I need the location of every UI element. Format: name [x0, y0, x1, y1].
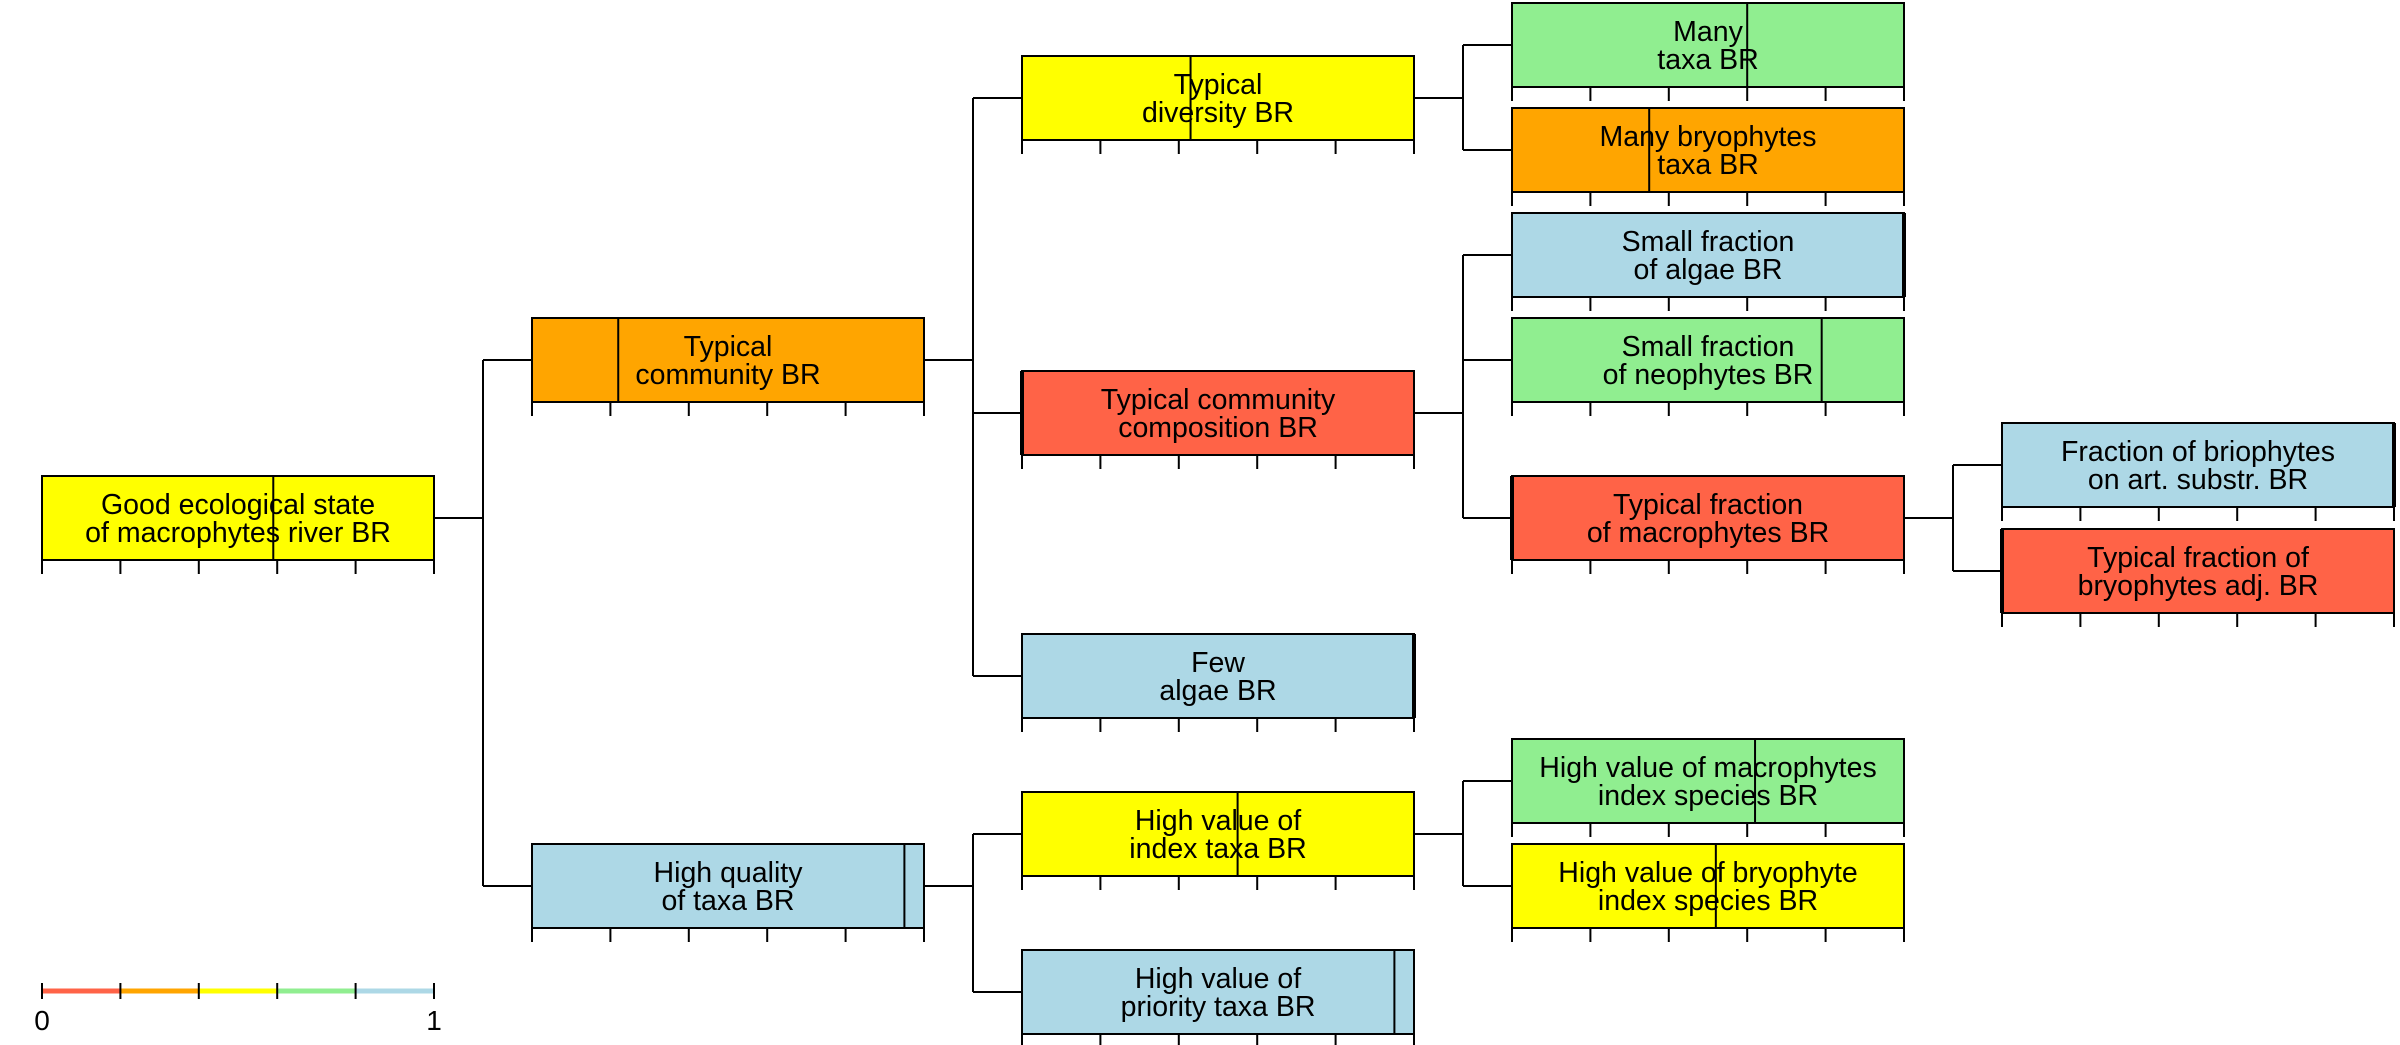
node-box [1021, 949, 1415, 1035]
node-axis-ticks [1511, 560, 1905, 574]
node-label-line-2: index species BR [1598, 885, 1818, 917]
node-label-line-2: algae BR [1159, 675, 1276, 707]
connector-typical-community-composition [1414, 254, 1512, 519]
node-box [1511, 738, 1905, 824]
node-label-line-2: of macrophytes river BR [85, 517, 391, 549]
connector-typical-community [924, 97, 1022, 677]
node-axis-ticks [1021, 455, 1415, 469]
node-label-line-1: Few [1191, 647, 1245, 679]
connector-high-value-index-taxa [1414, 780, 1512, 887]
node-axis-ticks [1021, 718, 1415, 732]
node-box [41, 475, 435, 561]
node-label-line-2: taxa BR [1657, 149, 1758, 181]
node-label-line-2: on art. substr. BR [2088, 464, 2308, 496]
node-label-line-2: of neophytes BR [1603, 359, 1814, 391]
node-label-line-1: Typical [684, 331, 773, 363]
node-label-line-2: index species BR [1598, 780, 1818, 812]
node-label-line-1: Many [1673, 16, 1743, 48]
node-label-line-1: High quality [654, 857, 804, 889]
node-box [531, 843, 925, 929]
node-axis-ticks [41, 560, 435, 574]
node-label-line-1: High value of [1135, 963, 1301, 995]
node-label-line-2: of taxa BR [661, 885, 794, 917]
node-box [1021, 370, 1415, 456]
node-box [2001, 422, 2395, 508]
node-axis-ticks [2001, 613, 2395, 627]
node-label-line-1: Small fraction [1622, 331, 1795, 363]
node-label-line-2: bryophytes adj. BR [2078, 570, 2319, 602]
node-label-line-2: composition BR [1118, 412, 1318, 444]
node-label-line-2: taxa BR [1657, 44, 1758, 76]
connector-good-ecological-state [434, 359, 532, 887]
node-axis-ticks [1511, 402, 1905, 416]
scale-max-label: 1 [426, 1005, 442, 1036]
value-color-scale: 0 1 [34, 983, 442, 1036]
node-label-line-1: Small fraction [1622, 226, 1795, 258]
node-label-line-1: Typical [1174, 69, 1263, 101]
node-box [1021, 55, 1415, 141]
node-box [1021, 791, 1415, 877]
node-label-line-1: Typical community [1101, 384, 1336, 416]
node-label-line-2: priority taxa BR [1121, 991, 1316, 1023]
node-box [531, 317, 925, 403]
node-label-line-2: diversity BR [1142, 97, 1294, 129]
node-axis-ticks [1021, 876, 1415, 890]
node-label-line-2: community BR [635, 359, 820, 391]
node-label-line-1: Good ecological state [101, 489, 375, 521]
node-axis-ticks [2001, 507, 2395, 521]
node-axis-ticks [1511, 192, 1905, 206]
node-label-line-1: Many bryophytes [1599, 121, 1816, 153]
node-axis-ticks [1021, 140, 1415, 154]
node-axis-ticks [531, 928, 925, 942]
node-label-line-1: Typical fraction [1613, 489, 1803, 521]
node-axis-ticks [1511, 928, 1905, 942]
connector-high-quality-taxa [924, 833, 1022, 993]
connector-typical-diversity [1414, 44, 1512, 151]
node-label-line-2: of algae BR [1634, 254, 1783, 286]
node-label-line-1: High value of [1135, 805, 1301, 837]
connector-typical-fraction-macrophytes [1904, 464, 2002, 572]
node-box [1511, 317, 1905, 403]
node-label-line-1: High value of bryophyte [1558, 857, 1857, 889]
node-label-line-1: Fraction of briophytes [2061, 436, 2335, 468]
node-box [1021, 633, 1415, 719]
node-axis-ticks [1511, 823, 1905, 837]
node-label-line-2: of macrophytes BR [1587, 517, 1829, 549]
node-box [1511, 2, 1905, 88]
scale-min-label: 0 [34, 1005, 50, 1036]
node-axis-ticks [531, 402, 925, 416]
node-box [1511, 107, 1905, 193]
node-axis-ticks [1511, 297, 1905, 311]
node-axis-ticks [1021, 1034, 1415, 1045]
node-box [1511, 212, 1905, 298]
hierarchy-connectors [434, 44, 2002, 993]
node-box [1511, 843, 1905, 929]
node-box [1511, 475, 1905, 561]
node-axis-ticks [1511, 87, 1905, 101]
node-label-line-1: High value of macrophytes [1539, 752, 1876, 784]
node-label-line-1: Typical fraction of [2087, 542, 2309, 574]
node-label-line-2: index taxa BR [1129, 833, 1306, 865]
